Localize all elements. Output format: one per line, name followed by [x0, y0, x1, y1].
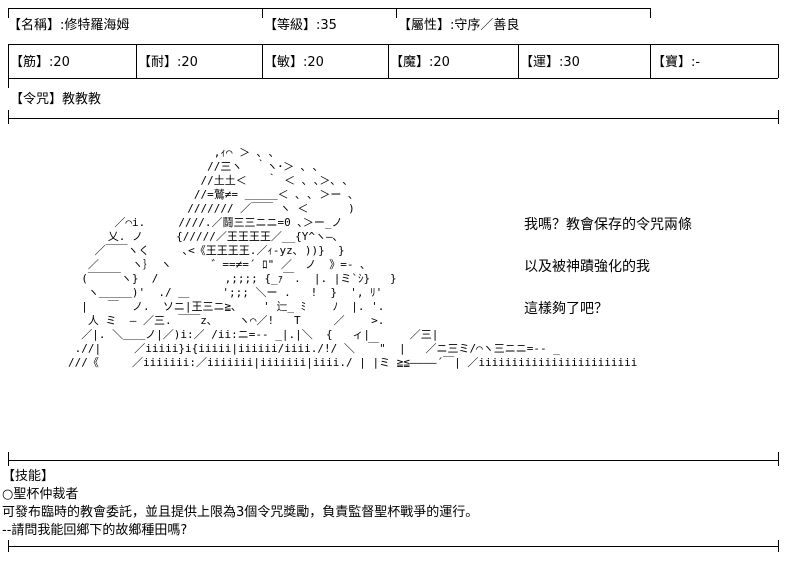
row2-tick-e: [518, 44, 519, 78]
row1-tick-d: [650, 8, 651, 18]
row2-tick-c: [262, 44, 263, 78]
stat-luck: 【運】:30: [520, 55, 580, 70]
row1-tick-c: [396, 8, 397, 18]
level-field: 【等級】:35: [264, 18, 337, 33]
row2-tick-g: [778, 44, 779, 78]
command-spell-field: 【令咒】教教教: [10, 92, 102, 107]
ascii-art-character: ,ｨ⌒ ＞ ､ ､ //三ヽ ｀ヽ･＞ ､ ､ //土土＜ ｀ ＜ ､ ､＞､ …: [68, 146, 638, 369]
stat-agility: 【敏】:20: [264, 55, 324, 70]
row1-top-rule: [8, 8, 650, 9]
row3-tick-b: [8, 110, 9, 124]
stat-endurance: 【耐】:20: [138, 55, 198, 70]
dialog-line: 以及被神蹟強化的我: [524, 259, 650, 275]
skills-tick-d: [778, 540, 779, 552]
row2-tick-b: [136, 44, 137, 78]
skills-tick-b: [778, 452, 779, 466]
row2-tick-d: [388, 44, 389, 78]
skills-top-rule: [8, 460, 778, 461]
dialog-line: 我嗎？教會保存的令咒兩條: [524, 217, 692, 233]
row1-tick-a: [8, 8, 9, 18]
dialog-line: 這樣夠了吧？: [524, 301, 608, 317]
name-field: 【名稱】:修特羅海姆: [8, 18, 130, 33]
row2-tick-a: [8, 44, 9, 78]
row3-bottom-rule: [8, 118, 778, 119]
stat-strength: 【筋】:20: [10, 55, 70, 70]
skill-name: ○聖杯仲裁者: [2, 487, 79, 502]
stat-noble-phantasm: 【寶】:-: [652, 55, 701, 70]
stat-mana: 【魔】:20: [390, 55, 450, 70]
skills-header: 【技能】: [2, 469, 55, 484]
row3-tick-c: [778, 110, 779, 124]
row2-top-rule: [8, 44, 778, 45]
row2-tick-f: [650, 44, 651, 78]
row1-tick-b: [262, 8, 263, 18]
skills-tick-a: [8, 452, 9, 466]
skill-remark: --請問我能回鄉下的故鄉種田嗎?: [2, 523, 188, 538]
dialog-block: 我嗎？教會保存的令咒兩條 以及被神蹟強化的我 這樣夠了吧？: [524, 214, 692, 340]
alignment-field: 【屬性】:守序／善良: [398, 18, 520, 33]
skills-tick-c: [8, 540, 9, 552]
row3-tick-a: [8, 78, 9, 88]
row3-top-rule: [8, 78, 778, 79]
skills-bottom-rule: [8, 546, 778, 547]
skill-description: 可發布臨時的教會委託，並且提供上限為3個令咒獎勵，負責監督聖杯戰爭的運行。: [2, 505, 479, 520]
